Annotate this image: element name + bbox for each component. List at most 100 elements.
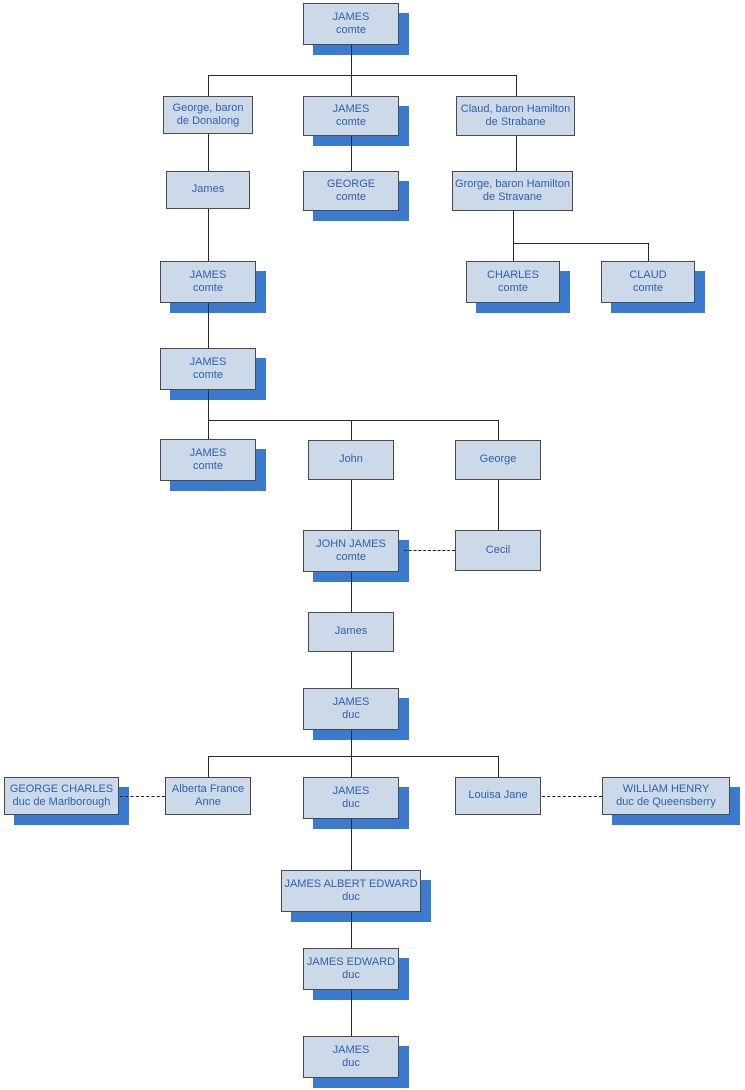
connector-line: [208, 209, 209, 261]
connector-line: [208, 420, 498, 421]
person-title: comte: [336, 191, 366, 203]
person-title: duc: [342, 709, 360, 721]
person-name: JAMES: [332, 1043, 370, 1056]
person-name: Claud, baron Hamilton: [460, 102, 571, 115]
person-title: comte: [336, 24, 366, 36]
person-title: duc: [342, 969, 360, 981]
connector-line: [351, 730, 352, 756]
person-name: John: [339, 453, 363, 466]
connector-line: [351, 652, 352, 688]
person-name: Cecil: [485, 543, 511, 556]
person-node[interactable]: George: [455, 440, 541, 480]
person-title: duc: [342, 891, 360, 903]
marriage-link: [542, 796, 602, 797]
person-title: duc: [342, 1057, 360, 1069]
connector-line: [208, 75, 517, 76]
connector-line: [498, 420, 499, 440]
person-name: JAMES: [332, 784, 370, 797]
connector-line: [351, 136, 352, 171]
person-name: JAMES: [332, 102, 370, 115]
person-name: JAMES ALBERT EDWARD: [284, 877, 418, 890]
person-name: JAMES: [189, 446, 227, 459]
marriage-link: [120, 796, 165, 797]
connector-line: [208, 303, 209, 348]
connector-line: [208, 756, 498, 757]
person-name: CHARLES: [487, 268, 539, 281]
connector-line: [351, 75, 352, 96]
person-title: duc de Queensberry: [616, 796, 716, 808]
person-node[interactable]: Louisa Jane: [455, 777, 541, 815]
person-name: Louisa Jane: [468, 789, 528, 802]
person-name: CLAUD: [629, 268, 667, 281]
person-name: James: [334, 625, 368, 638]
person-name: JAMES: [332, 695, 370, 708]
connector-line: [208, 756, 209, 777]
person-name: George, baron: [172, 101, 244, 114]
person-title: comte: [336, 116, 366, 128]
connector-line: [351, 572, 352, 612]
connector-line: [648, 243, 649, 261]
person-node[interactable]: John: [308, 440, 394, 480]
connector-line: [351, 45, 352, 75]
person-title: comte: [336, 551, 366, 563]
person-title: de Stravane: [482, 191, 543, 203]
person-node[interactable]: James: [166, 171, 250, 209]
person-name: Alberta France: [171, 782, 245, 795]
person-name: George: [479, 453, 517, 466]
connector-line: [351, 819, 352, 870]
connector-line: [208, 420, 209, 439]
connector-line: [513, 243, 648, 244]
person-name: GEORGE CHARLES: [9, 782, 114, 795]
person-title: comte: [633, 282, 663, 294]
person-node[interactable]: Cecil: [455, 530, 541, 571]
person-title: comte: [193, 369, 223, 381]
connector-line: [513, 243, 514, 261]
person-title: de Donalong: [176, 115, 240, 127]
person-name: JAMES EDWARD: [306, 955, 396, 968]
connector-line: [208, 75, 209, 96]
connector-line: [498, 756, 499, 777]
person-node[interactable]: James: [308, 612, 394, 652]
person-name: JAMES: [189, 355, 227, 368]
person-name: JOHN JAMES: [316, 537, 386, 550]
person-title: comte: [498, 282, 528, 294]
connector-line: [351, 912, 352, 948]
connector-line: [498, 480, 499, 530]
person-name: GEORGE: [326, 177, 376, 190]
person-name: JAMES: [332, 10, 370, 23]
connector-line: [208, 134, 209, 171]
connector-line: [351, 420, 352, 440]
connector-line: [351, 756, 352, 777]
marriage-link: [404, 550, 455, 551]
connector-line: [513, 211, 514, 243]
connector-line: [351, 480, 352, 530]
person-title: de Strabane: [485, 116, 546, 128]
person-name: JAMES: [189, 268, 227, 281]
connector-line: [351, 990, 352, 1036]
person-name: Grorge, baron Hamilton: [455, 177, 570, 190]
person-title: duc de Marlborough: [12, 796, 111, 808]
person-title: Anne: [195, 796, 221, 808]
person-name: WILLIAM HENRY: [622, 782, 710, 795]
